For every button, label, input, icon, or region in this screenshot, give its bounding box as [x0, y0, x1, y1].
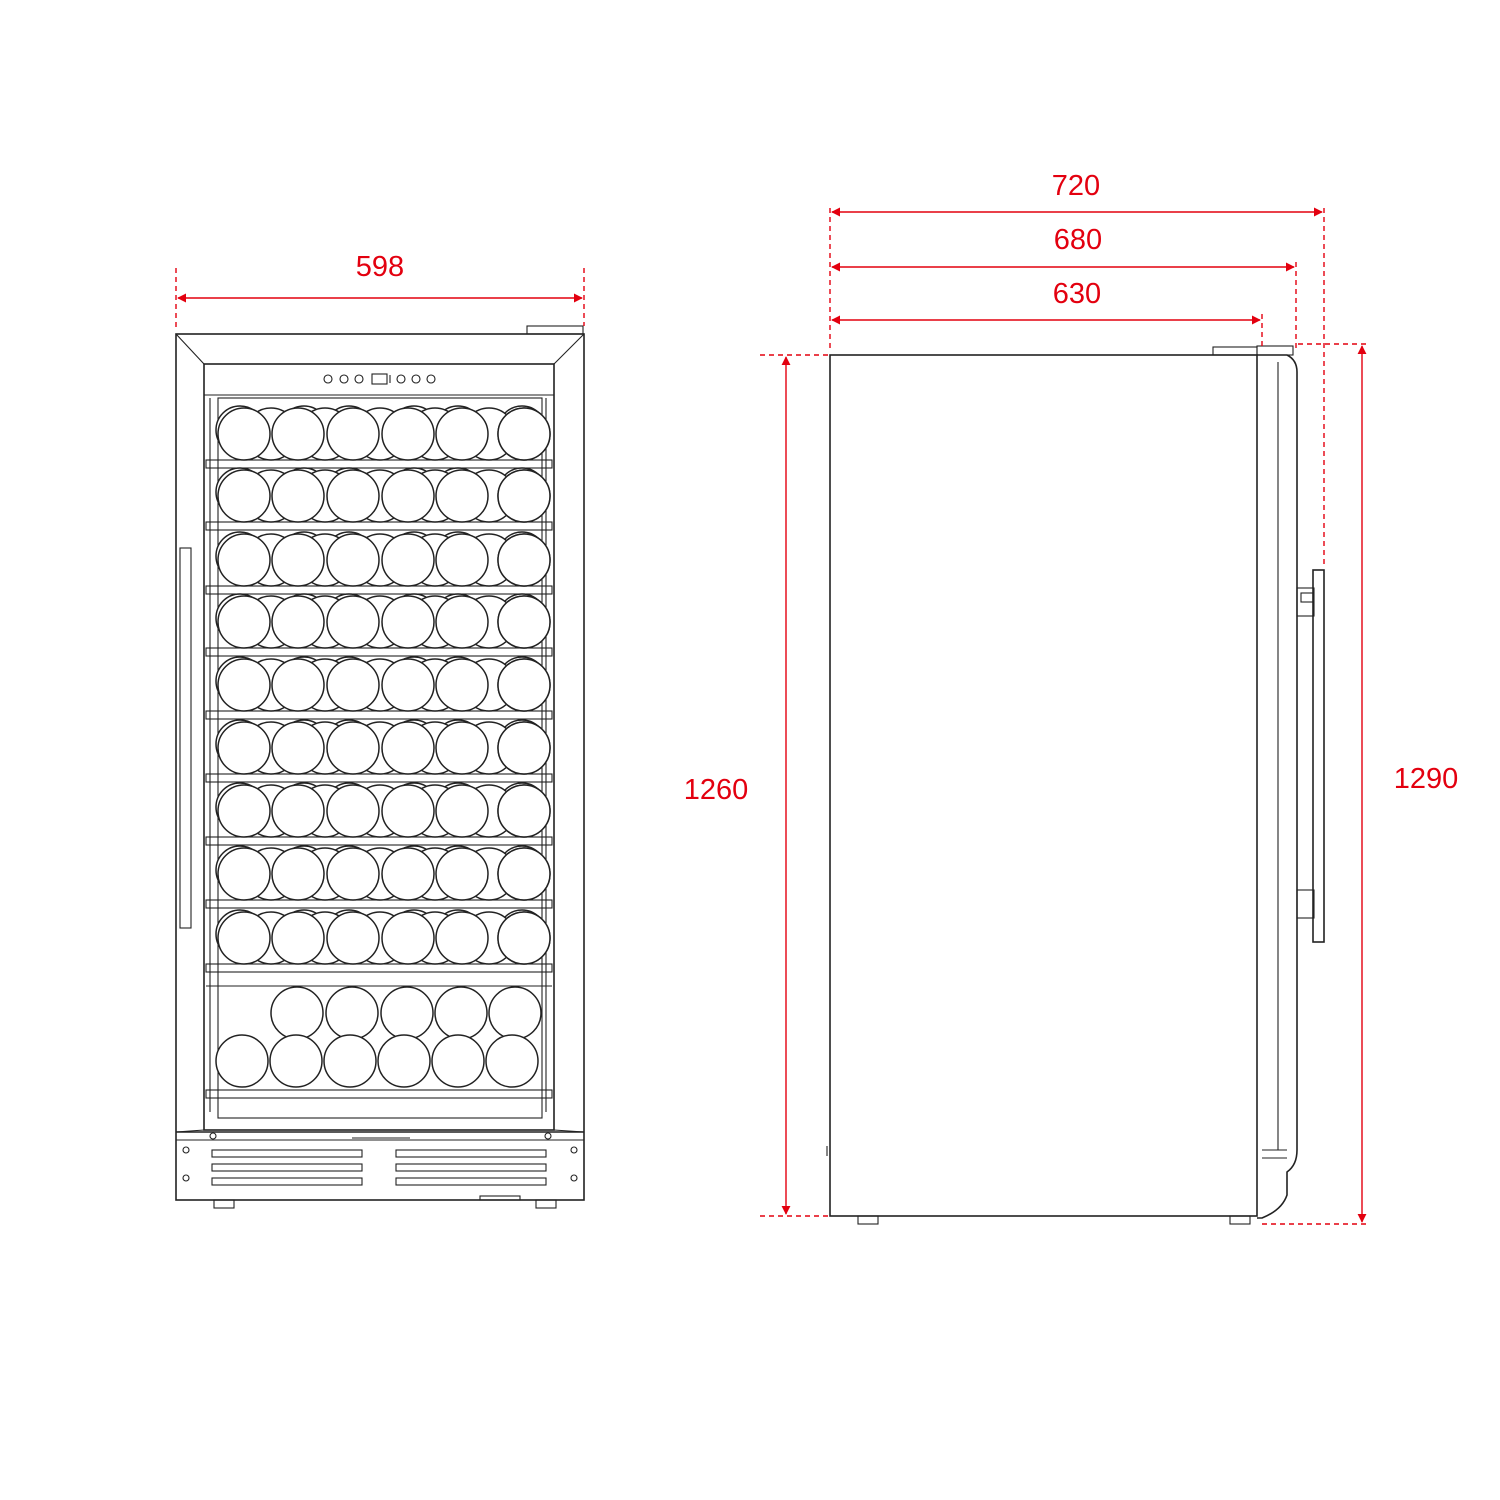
bottle: [217, 784, 271, 838]
bottle: [435, 469, 489, 523]
shelf: [205, 647, 553, 657]
bottle: [497, 784, 551, 838]
bottle: [435, 658, 489, 712]
bottle: [271, 469, 325, 523]
bottle: [377, 1034, 431, 1088]
bottle: [217, 469, 271, 523]
bottle: [217, 658, 271, 712]
bottle: [435, 847, 489, 901]
shelf: [205, 836, 553, 846]
bottle: [326, 469, 380, 523]
bottle: [217, 847, 271, 901]
bottle: [488, 986, 542, 1040]
shelf: [205, 459, 553, 469]
height-body-label: 1260: [684, 774, 749, 806]
bottle: [271, 847, 325, 901]
bottle: [271, 595, 325, 649]
shelf: [205, 1089, 553, 1099]
bottle: [381, 847, 435, 901]
bottle: [381, 407, 435, 461]
bottle: [381, 658, 435, 712]
bottle: [381, 784, 435, 838]
bottle: [381, 721, 435, 775]
bottle: [435, 911, 489, 965]
bottle: [217, 533, 271, 587]
bottle: [497, 595, 551, 649]
bottle: [217, 407, 271, 461]
bottle: [326, 911, 380, 965]
bottle: [326, 533, 380, 587]
shelf: [205, 773, 553, 783]
dimension-lines: [175, 207, 1367, 1225]
control-panel: [323, 373, 436, 385]
bottle: [326, 407, 380, 461]
bottle: [435, 721, 489, 775]
bottle: [497, 721, 551, 775]
bottle: [326, 721, 380, 775]
depth-body-label: 630: [1053, 278, 1101, 310]
front-width-label: 598: [356, 251, 404, 283]
bottle: [217, 721, 271, 775]
shelf: [205, 963, 553, 973]
bottle: [270, 986, 324, 1040]
bottle: [435, 784, 489, 838]
bottle: [434, 986, 488, 1040]
bottle: [381, 911, 435, 965]
bottle: [435, 595, 489, 649]
bottle: [497, 658, 551, 712]
bottle: [435, 407, 489, 461]
ventilation-grille: [176, 1131, 584, 1186]
bottle: [497, 469, 551, 523]
bottle: [435, 533, 489, 587]
bottle: [381, 533, 435, 587]
bottle: [326, 595, 380, 649]
bottle: [380, 986, 434, 1040]
depth-total-label: 720: [1052, 170, 1100, 202]
bottle: [431, 1034, 485, 1088]
front-view: [175, 325, 585, 1209]
bottle: [217, 595, 271, 649]
bottle: [325, 986, 379, 1040]
wine-racks: [205, 405, 553, 1099]
bottle: [271, 533, 325, 587]
bottle: [381, 595, 435, 649]
bottle: [497, 847, 551, 901]
bottle: [497, 533, 551, 587]
shelf: [205, 899, 553, 909]
bottle: [271, 911, 325, 965]
bottle: [271, 784, 325, 838]
bottle: [323, 1034, 377, 1088]
bottle: [269, 1034, 323, 1088]
bottle: [485, 1034, 539, 1088]
bottle: [271, 658, 325, 712]
height-total-label: 1290: [1394, 763, 1459, 795]
depth-door-label: 680: [1054, 224, 1102, 256]
bottle: [217, 911, 271, 965]
bottle: [271, 721, 325, 775]
shelf: [205, 521, 553, 531]
bottle: [326, 847, 380, 901]
bottle: [497, 911, 551, 965]
shelf: [205, 585, 553, 595]
side-view: [826, 345, 1325, 1225]
bottle: [497, 407, 551, 461]
bottle: [271, 407, 325, 461]
bottle: [326, 658, 380, 712]
shelf: [205, 710, 553, 720]
bottle: [381, 469, 435, 523]
bottle: [215, 1034, 269, 1088]
dimension-labels: 598 720 680 630 1260 1290: [356, 170, 1458, 806]
bottle: [326, 784, 380, 838]
